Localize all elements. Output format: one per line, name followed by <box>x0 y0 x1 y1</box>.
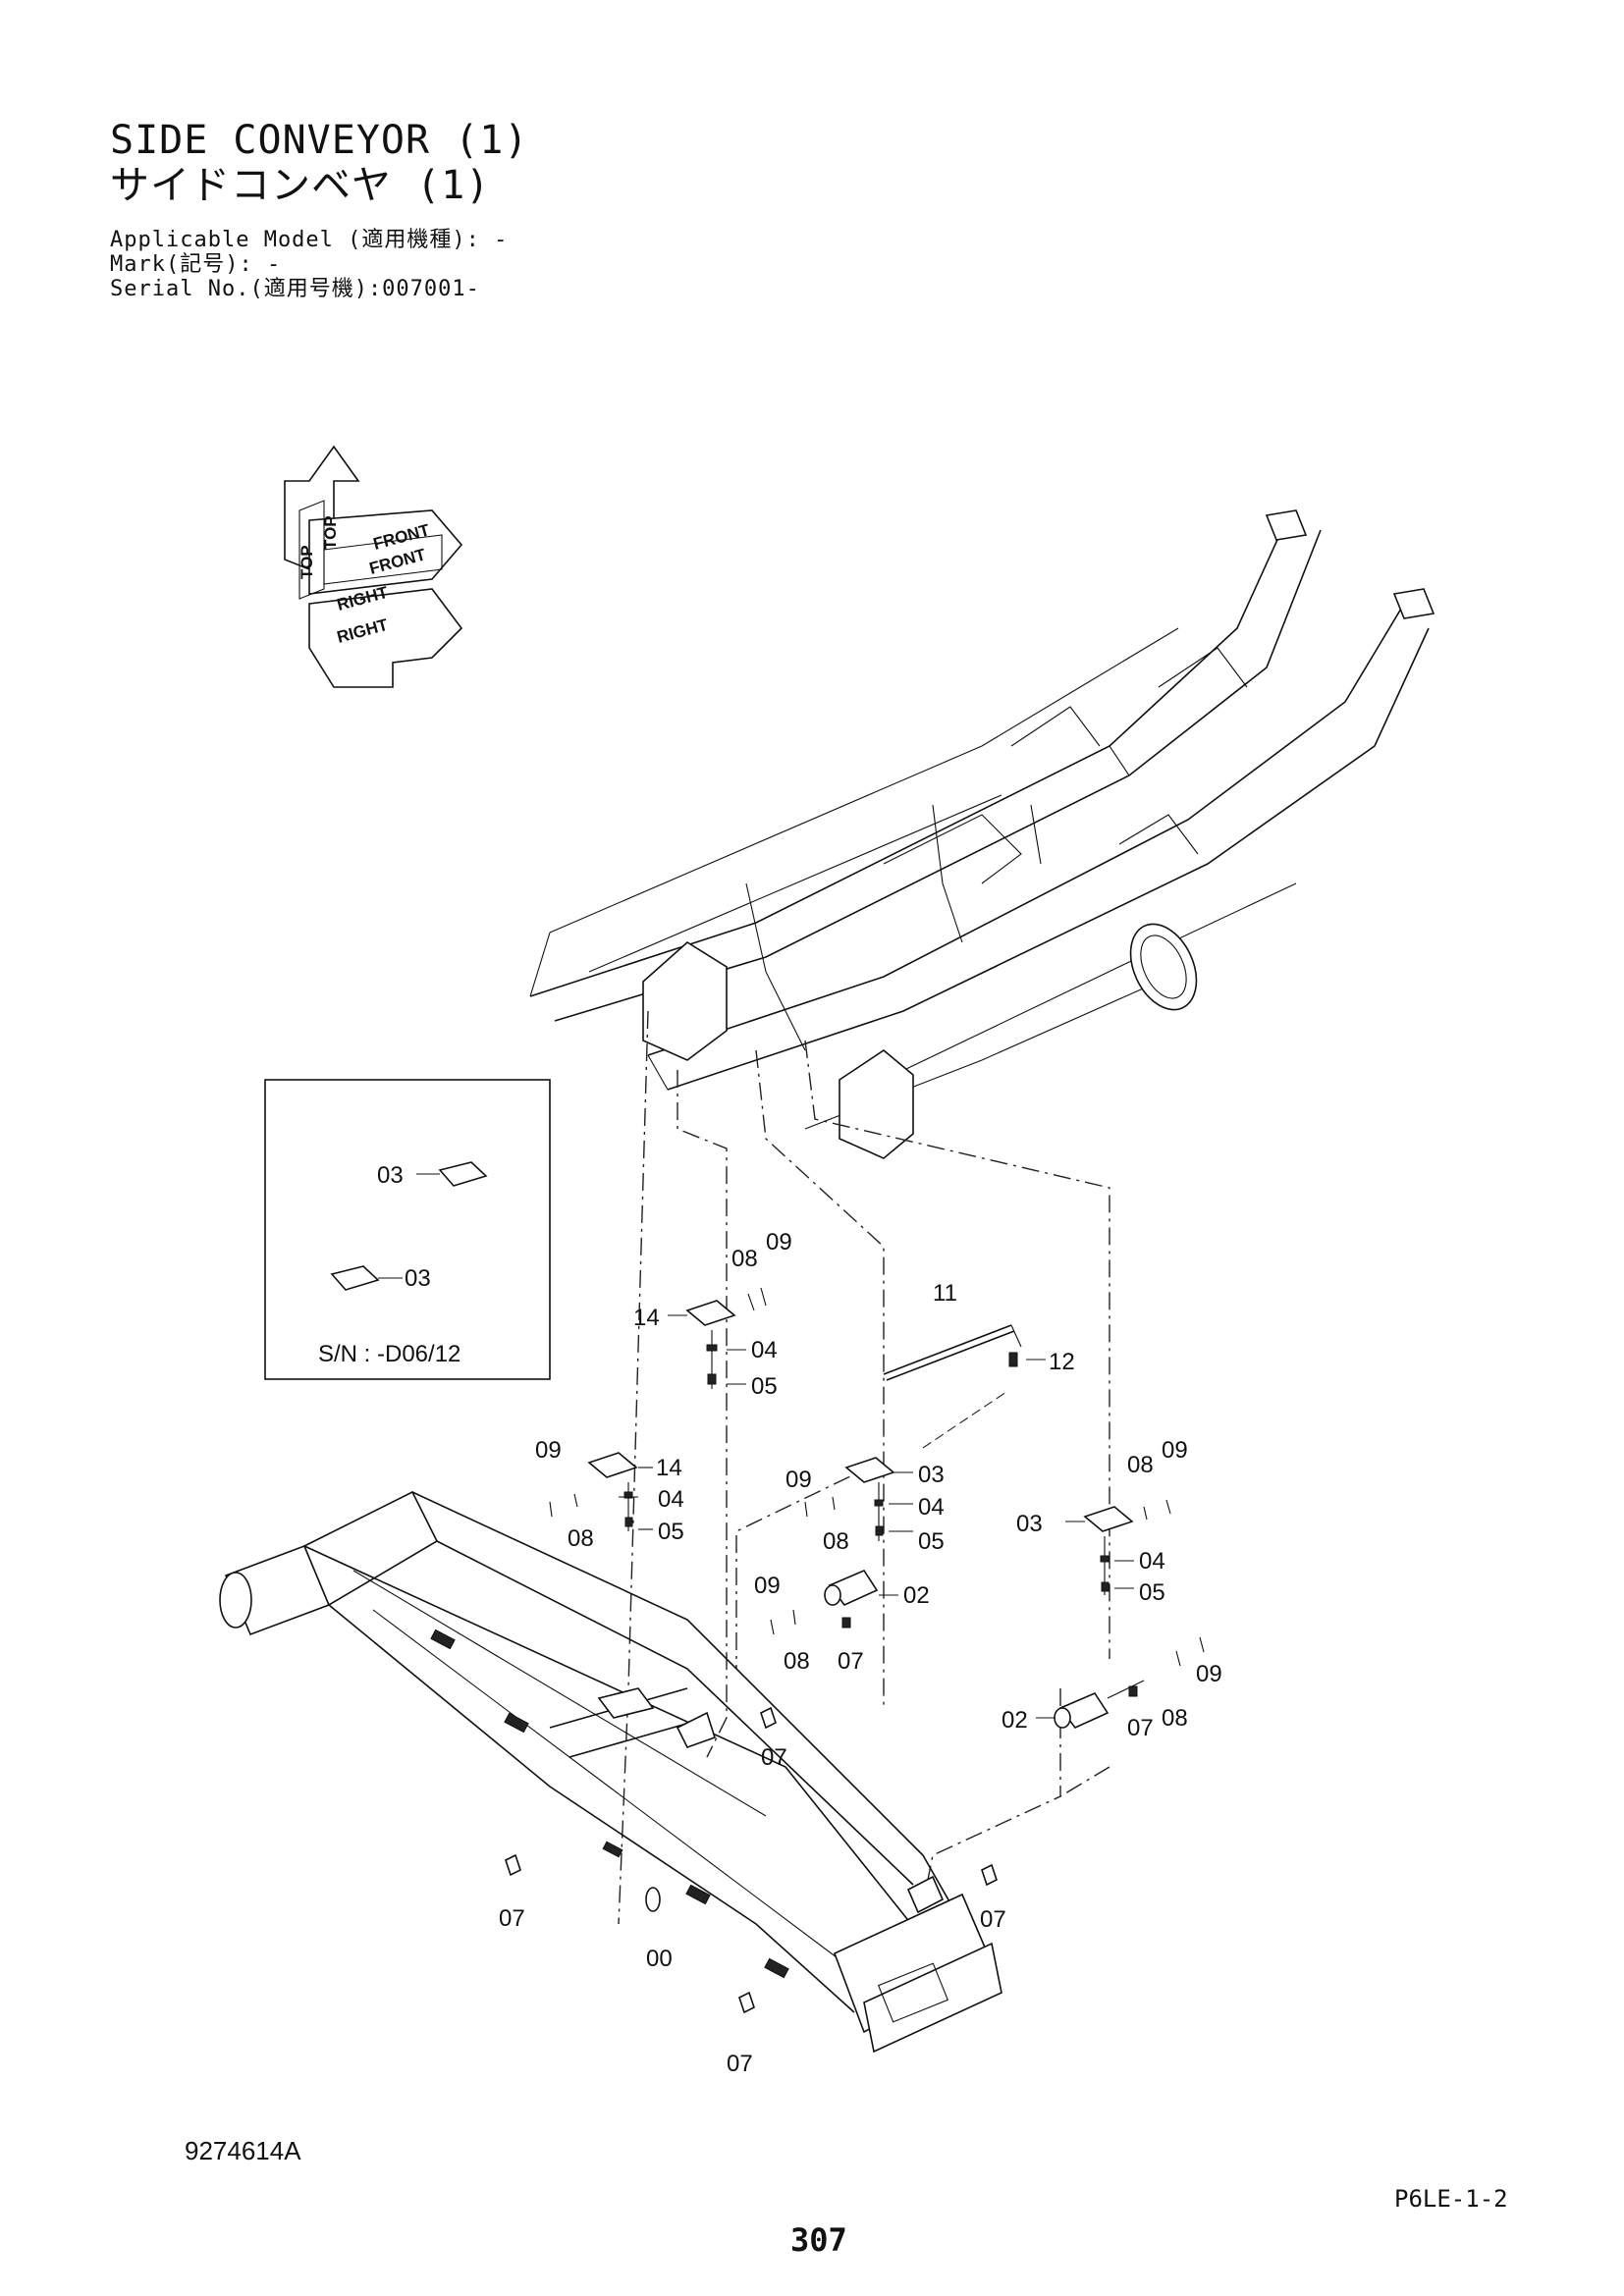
drawing-number: 9274614A <box>185 2136 301 2165</box>
main-frame <box>529 509 1435 1159</box>
page-number: 307 <box>790 2221 847 2259</box>
callout-07: 07 <box>838 1648 864 1675</box>
callout-14: 14 <box>633 1305 660 1331</box>
callout-08: 08 <box>823 1528 849 1555</box>
orientation-icon: TOP TOP FRONT FRONT RIGHT RIGHT <box>284 445 463 688</box>
callout-07: 07 <box>980 1906 1006 1933</box>
callout-08: 08 <box>1162 1705 1188 1732</box>
callout-09: 09 <box>1196 1661 1222 1687</box>
hardware-parts <box>505 1287 1205 2014</box>
callout-04: 04 <box>658 1486 684 1513</box>
callout-02: 02 <box>903 1582 930 1609</box>
callout-04: 04 <box>751 1337 778 1363</box>
callout-04: 04 <box>1139 1548 1165 1575</box>
callout-08: 08 <box>731 1246 758 1272</box>
callout-09: 09 <box>754 1573 781 1599</box>
callout-09: 09 <box>766 1229 792 1255</box>
page-title: SIDE CONVEYOR (1) <box>110 118 529 163</box>
inset-callout-03-lower: 03 <box>405 1265 431 1292</box>
callout-07: 07 <box>761 1744 787 1771</box>
callout-05: 05 <box>1139 1579 1165 1606</box>
callout-02: 02 <box>1001 1707 1028 1734</box>
mark: Mark(記号): - <box>110 252 282 277</box>
section-code: P6LE-1-2 <box>1394 2185 1508 2213</box>
orientation-label-top: TOP <box>298 545 316 579</box>
callout-11: 11 <box>933 1280 957 1307</box>
callout-09: 09 <box>535 1437 562 1464</box>
applicable-model: Applicable Model (適用機種): - <box>110 228 509 252</box>
callout-03: 03 <box>1016 1511 1043 1537</box>
callout-08: 08 <box>784 1648 810 1675</box>
orientation-label-top-shadow: TOP <box>321 515 340 550</box>
page-title-japanese: サイドコンベヤ (1) <box>110 163 491 208</box>
callout-07: 07 <box>727 2051 753 2077</box>
inset-box: 03 03 S/N : -D06/12 <box>264 1079 551 1380</box>
callout-09: 09 <box>785 1467 812 1493</box>
callout-00: 00 <box>646 1946 673 1972</box>
callouts: 09 08 14 04 05 11 12 09 14 04 08 05 09 0… <box>499 1229 1222 2077</box>
callout-09: 09 <box>1162 1437 1188 1464</box>
serial-number: Serial No.(適用号機):007001- <box>110 277 480 301</box>
callout-07: 07 <box>499 1905 525 1932</box>
leader-lines <box>619 1314 1134 1719</box>
callout-05: 05 <box>918 1528 945 1555</box>
side-conveyor-assembly <box>219 1490 1002 2054</box>
callout-03: 03 <box>918 1462 945 1488</box>
callout-04: 04 <box>918 1494 945 1521</box>
inset-serial-note: S/N : -D06/12 <box>318 1341 460 1367</box>
callout-08: 08 <box>1127 1452 1154 1478</box>
callout-14: 14 <box>656 1455 682 1481</box>
callout-12: 12 <box>1049 1349 1075 1375</box>
inset-callout-03-upper: 03 <box>377 1162 404 1189</box>
callout-05: 05 <box>751 1373 778 1400</box>
callout-05: 05 <box>658 1519 684 1545</box>
callout-07: 07 <box>1127 1715 1154 1741</box>
callout-08: 08 <box>568 1525 594 1552</box>
